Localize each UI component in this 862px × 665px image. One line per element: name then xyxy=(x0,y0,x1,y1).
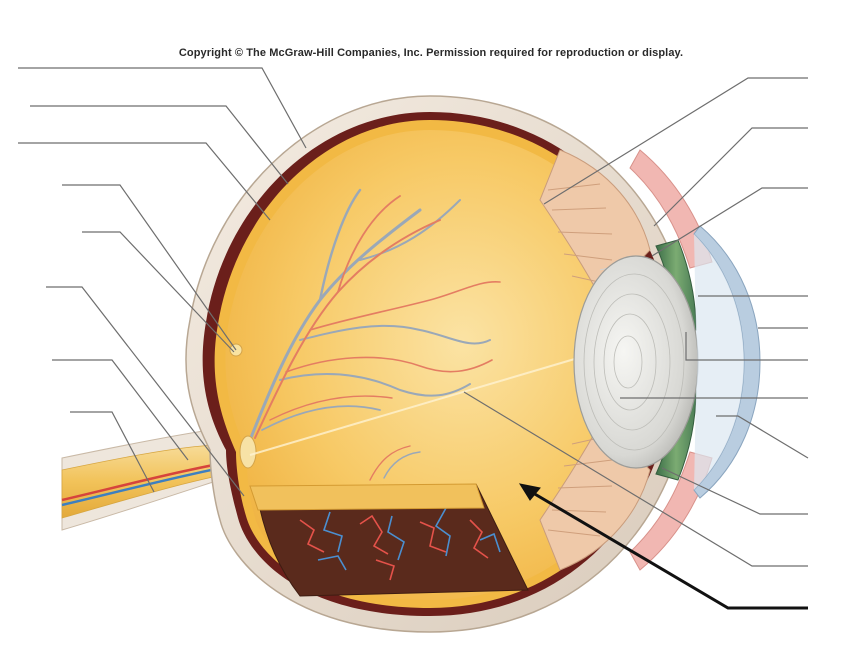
leader-right-10 xyxy=(463,391,808,567)
retinal-vessels xyxy=(248,188,501,481)
choroid-vessels xyxy=(299,507,501,581)
leader-right-6 xyxy=(685,332,808,361)
copyright-notice: Copyright © The McGraw-Hill Companies, I… xyxy=(178,47,684,59)
leader-left-7 xyxy=(52,359,189,461)
optic-disc xyxy=(239,435,257,469)
choroid-cutaway xyxy=(257,483,529,597)
leader-left-2 xyxy=(30,105,289,185)
anterior-chamber xyxy=(694,234,744,490)
retina-flap xyxy=(249,483,485,511)
leader-left-1 xyxy=(18,67,307,149)
leader-right-3 xyxy=(651,187,808,257)
label-leader-lines-right xyxy=(463,77,809,567)
leader-left-5 xyxy=(82,231,235,353)
label-leader-lines-left xyxy=(18,67,307,497)
leader-left-8 xyxy=(70,411,155,493)
leader-right-8 xyxy=(716,415,809,459)
leader-left-4 xyxy=(62,184,237,351)
leader-left-3 xyxy=(18,142,271,221)
indicator-arrow xyxy=(518,483,808,610)
lens-rings xyxy=(583,273,685,451)
visual-axis xyxy=(249,357,579,456)
leader-right-9 xyxy=(661,467,808,515)
leader-left-6 xyxy=(46,286,245,497)
leader-right-2 xyxy=(653,127,808,227)
lens xyxy=(573,255,699,469)
leader-right-1 xyxy=(543,77,808,205)
